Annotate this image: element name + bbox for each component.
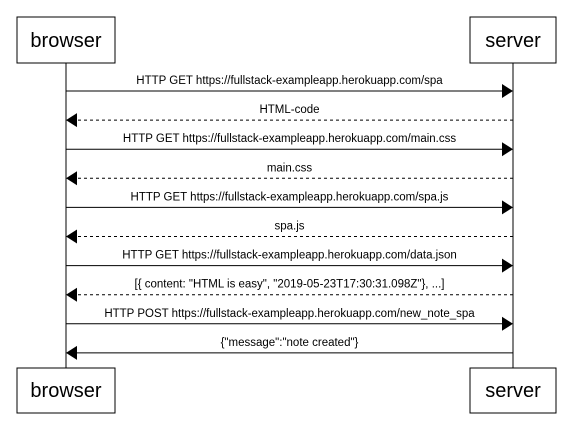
participant-server-bottom: server <box>469 367 557 414</box>
message-label: spa.js <box>274 221 304 233</box>
message-arrowhead <box>66 229 77 244</box>
message-arrowhead <box>66 287 77 302</box>
message-list: HTTP GET https://fullstack-exampleapp.he… <box>66 75 513 360</box>
message-5: spa.js <box>66 221 513 244</box>
message-7: [{ content: "HTML is easy", "2019-05-23T… <box>66 279 513 302</box>
message-label: HTTP GET https://fullstack-exampleapp.he… <box>122 250 457 262</box>
message-arrowhead <box>502 316 513 331</box>
message-label: {"message":"note created"} <box>221 337 359 349</box>
message-label: HTML-code <box>259 104 319 116</box>
message-label: [{ content: "HTML is easy", "2019-05-23T… <box>135 279 445 291</box>
message-label: main.css <box>267 162 313 174</box>
message-label: HTTP GET https://fullstack-exampleapp.he… <box>136 75 443 87</box>
participant-browser-bottom: browser <box>16 367 116 414</box>
message-arrowhead <box>502 200 513 215</box>
message-1: HTML-code <box>66 104 513 128</box>
message-arrowhead <box>502 258 513 273</box>
participant-server-top: server <box>469 16 557 64</box>
participant-server-top-label: server <box>485 30 541 52</box>
message-6: HTTP GET https://fullstack-exampleapp.he… <box>66 250 513 273</box>
message-8: HTTP POST https://fullstack-exampleapp.h… <box>66 308 513 331</box>
message-9: {"message":"note created"} <box>66 337 513 360</box>
participant-browser-top-label: browser <box>30 30 101 52</box>
message-arrowhead <box>66 171 77 186</box>
message-0: HTTP GET https://fullstack-exampleapp.he… <box>66 75 513 98</box>
message-2: HTTP GET https://fullstack-exampleapp.he… <box>66 133 513 157</box>
participant-browser-bottom-label: browser <box>30 380 101 402</box>
message-arrowhead <box>66 113 77 128</box>
message-3: main.css <box>66 162 513 186</box>
message-arrowhead <box>66 345 77 360</box>
message-label: HTTP GET https://fullstack-exampleapp.he… <box>131 191 449 203</box>
message-4: HTTP GET https://fullstack-exampleapp.he… <box>66 191 513 215</box>
message-arrowhead <box>502 84 513 98</box>
message-arrowhead <box>502 142 513 157</box>
message-label: HTTP GET https://fullstack-exampleapp.he… <box>123 133 456 145</box>
participant-browser-top: browser <box>16 16 116 64</box>
message-label: HTTP POST https://fullstack-exampleapp.h… <box>104 308 475 320</box>
participant-server-bottom-label: server <box>485 380 541 402</box>
